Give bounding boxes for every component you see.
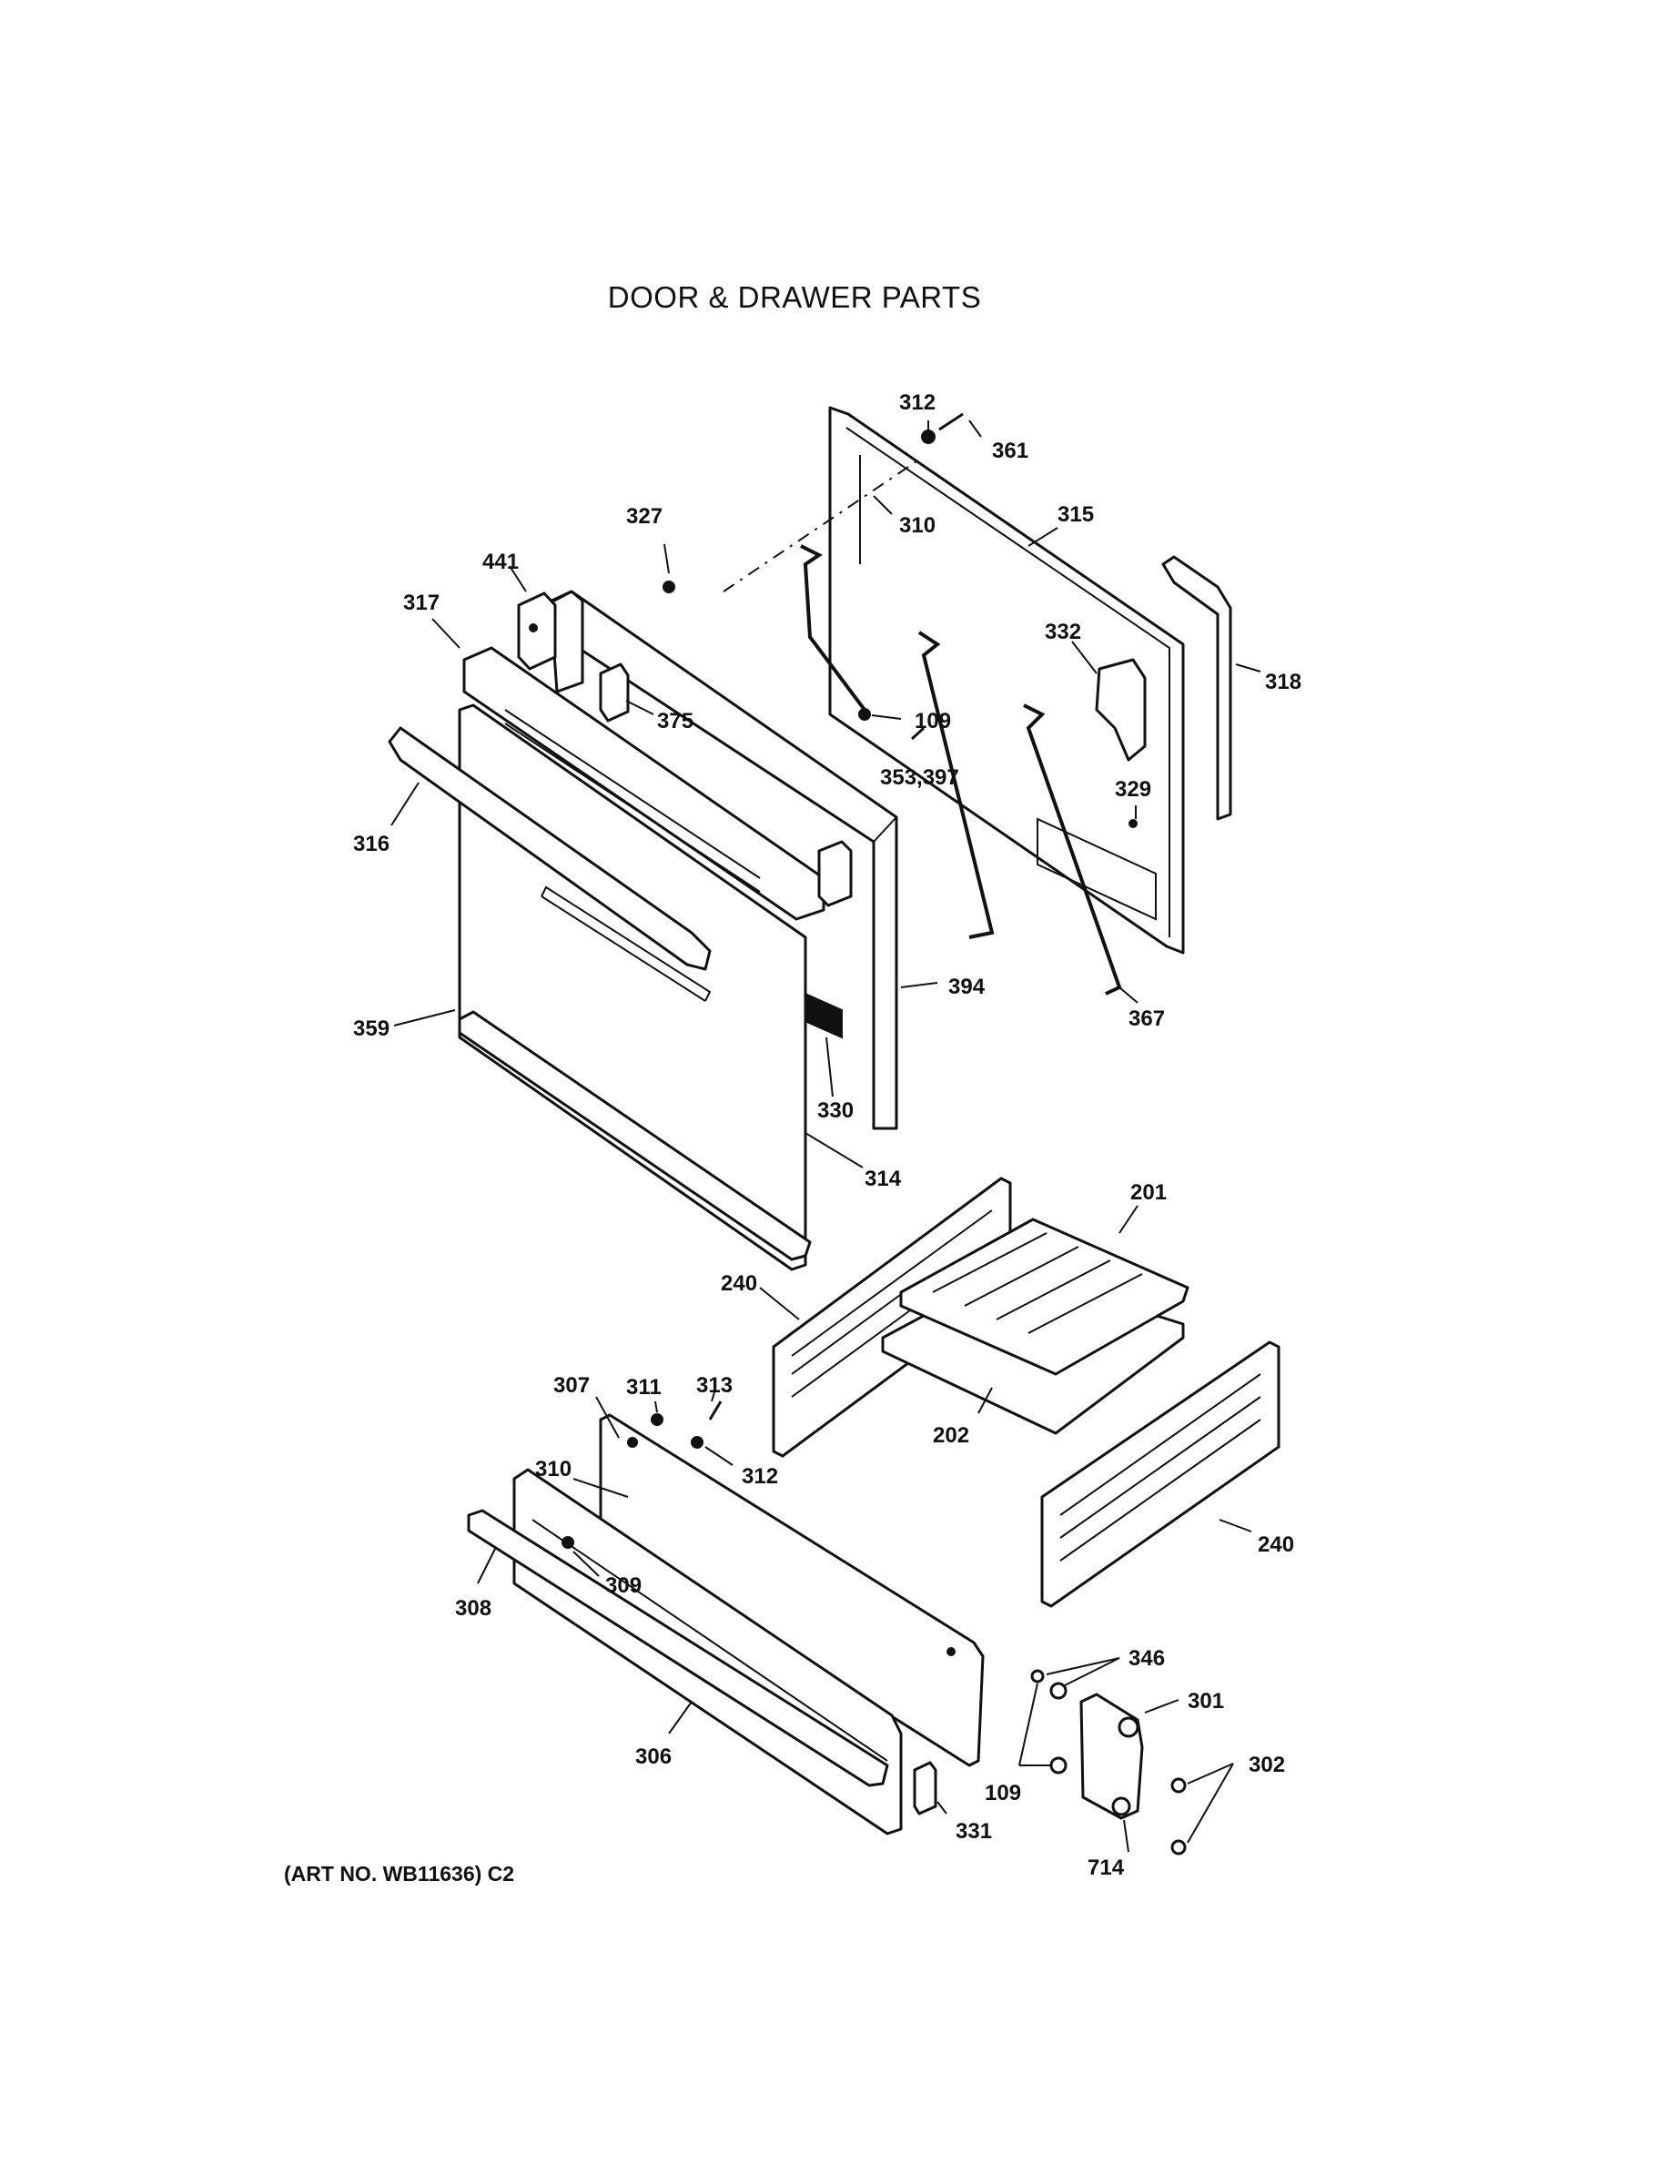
callout-314: 314 [865,1167,902,1191]
washer-346b [1049,1682,1068,1700]
screw-302b [1170,1839,1187,1855]
leader-lines [390,420,1261,1853]
bottom-trim-359 [458,1010,812,1261]
drawer-bracket-331 [913,1761,937,1815]
callout-109-roller: 109 [985,1781,1021,1805]
callout-329: 329 [1115,777,1151,802]
callout-109: 109 [915,709,951,733]
diagram-title: DOOR & DRAWER PARTS [607,280,982,314]
assembly-line [723,459,920,592]
callout-316: 316 [353,832,390,856]
callout-330: 330 [817,1098,854,1123]
gasket-318 [1161,555,1232,821]
callout-315: 315 [1058,502,1094,527]
bracket-332 [1095,658,1147,762]
callout-353-397: 353,397 [880,765,959,790]
screw-329 [1128,819,1138,828]
art-number-note: (ART NO. WB11636) C2 [284,1862,515,1886]
rack-supports-367 [800,544,1122,996]
callout-331: 331 [956,1819,992,1844]
callout-312: 312 [899,390,936,415]
screw-313 [708,1400,723,1421]
screw-309 [562,1536,574,1549]
callout-310-drawer: 310 [535,1457,572,1481]
callout-359: 359 [353,1016,390,1041]
screw-312b [691,1436,703,1449]
callout-367: 367 [1128,1006,1165,1031]
screw-302a [1170,1777,1187,1794]
callout-313: 313 [696,1373,733,1398]
callout-394: 394 [948,975,986,999]
vent-trim-317 [462,646,853,921]
broiler-sidewall-240-right [1040,1340,1280,1608]
callout-361: 361 [992,439,1028,463]
callout-332: 332 [1045,620,1081,644]
callout-310: 310 [899,513,936,538]
clip-327 [663,581,675,593]
callout-441: 441 [482,550,519,574]
washer-346a [1030,1669,1045,1684]
callout-240: 240 [721,1271,757,1296]
callout-327: 327 [626,504,663,529]
callout-309: 309 [605,1573,642,1598]
callout-201: 201 [1130,1180,1167,1205]
callout-306: 306 [635,1744,672,1769]
callout-301: 301 [1188,1689,1224,1714]
insulation-330 [800,990,843,1039]
callout-317: 317 [403,591,440,615]
callout-labels: 312 361 310 315 327 441 317 375 109 353,… [353,390,1301,1880]
callout-307: 307 [553,1373,590,1398]
screw-311 [651,1413,663,1426]
door-handle-316 [388,726,712,971]
callout-346: 346 [1128,1646,1165,1671]
callout-375: 375 [657,709,693,733]
screw-361 [938,412,964,431]
hinge-441 [517,592,557,671]
callout-302: 302 [1249,1753,1285,1777]
hinge-bracket-375 [599,662,630,723]
broiler-grid-201 [899,1218,1189,1376]
screw-312 [921,430,936,444]
screw-109 [858,708,871,721]
inner-door-panel-315 [828,406,1185,955]
washer-109 [1049,1756,1068,1774]
callout-312-drawer: 312 [742,1464,778,1489]
callout-311: 311 [626,1375,662,1400]
callout-240-right: 240 [1258,1532,1294,1557]
door-frame-394 [546,590,898,1130]
roller-bracket-301 [1079,1693,1144,1820]
callout-318: 318 [1265,670,1301,694]
drawer-handle-308 [467,1509,889,1787]
screw-353 [910,726,926,741]
callout-202: 202 [933,1423,969,1448]
callout-714: 714 [1088,1855,1125,1880]
callout-308: 308 [455,1596,491,1621]
